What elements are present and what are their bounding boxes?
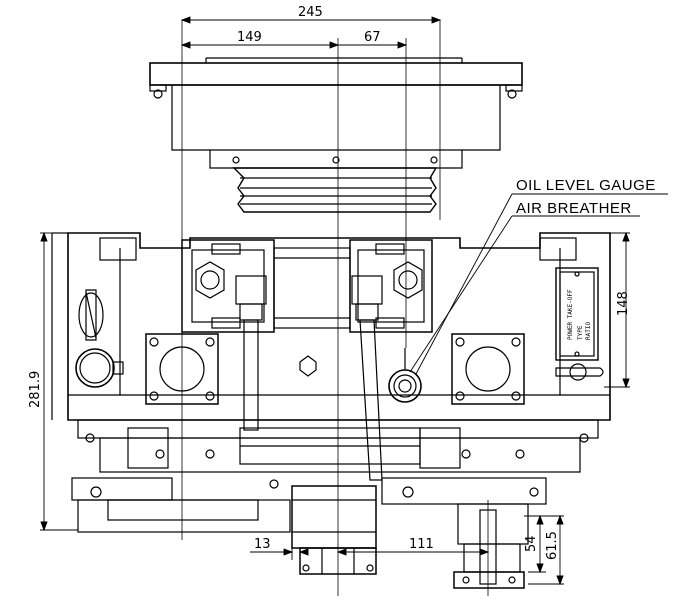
gearbox-body xyxy=(51,232,611,421)
output-shaft xyxy=(453,503,529,589)
left-clamp-block xyxy=(181,239,275,431)
callout-leaders xyxy=(409,193,668,375)
dim-left-to-center: 149 xyxy=(237,30,262,45)
nameplate: POWER TAKE-OFF TYPE RATIO xyxy=(555,267,599,361)
callout-oil-level-gauge: OIL LEVEL GAUGE xyxy=(516,177,656,194)
dim-bottom-right-offset: 111 xyxy=(409,537,434,552)
nameplate-line1: POWER TAKE-OFF xyxy=(567,289,574,340)
v-belt-pulley xyxy=(232,167,438,213)
drain-plug xyxy=(75,348,124,388)
right-lever xyxy=(555,363,604,381)
dim-overall-height: 281.9 xyxy=(28,371,43,408)
oil-level-gauge xyxy=(388,348,422,403)
right-side-flange xyxy=(451,333,525,405)
pulley-housing xyxy=(171,85,501,169)
dim-shaft-long: 61.5 xyxy=(545,531,560,560)
nameplate-line2: TYPE xyxy=(577,325,584,340)
dim-overall-width: 245 xyxy=(298,5,323,20)
center-lines xyxy=(181,20,489,596)
output-pump xyxy=(291,485,377,575)
dimension-lines xyxy=(40,16,630,586)
nameplate-line3: RATIO xyxy=(585,322,592,340)
dim-shaft-short: 54 xyxy=(524,535,539,552)
dim-center-to-right: 67 xyxy=(364,30,381,45)
callout-air-breather: AIR BREATHER xyxy=(516,200,632,217)
center-coupling xyxy=(273,247,351,377)
top-flange xyxy=(149,57,523,99)
dim-right-height: 148 xyxy=(616,291,631,316)
dim-bottom-left-offset: 13 xyxy=(254,537,271,552)
